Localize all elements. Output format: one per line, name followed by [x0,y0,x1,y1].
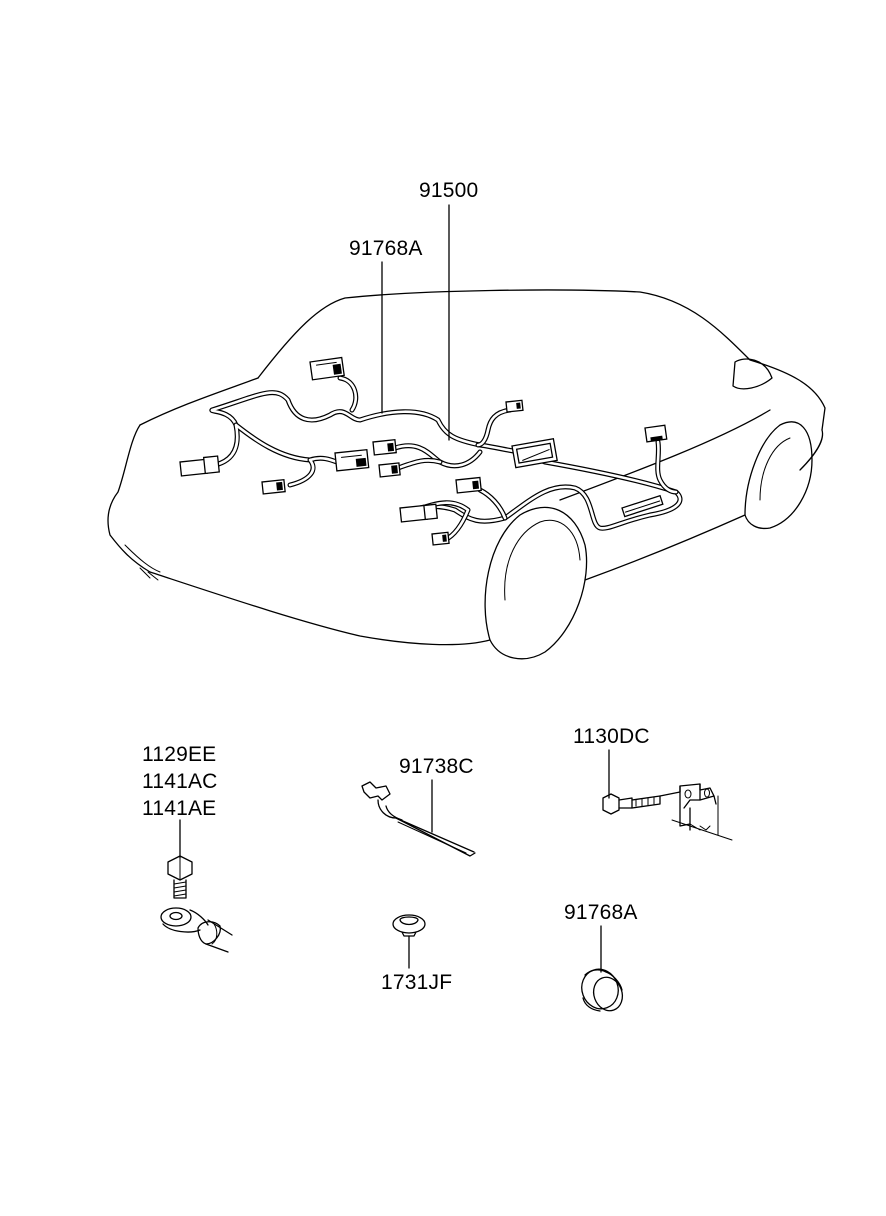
car-body-outline [107,289,826,660]
bracket-bolt-1130DC [602,749,733,841]
cable-tie-91738C [361,779,476,857]
harness-connectors [179,356,668,546]
callout-91768A-bottom: 91768A [564,901,638,924]
callout-91500: 91500 [419,179,479,202]
bolt-1129EE [167,819,193,899]
clip-1731JF [392,914,426,969]
ground-terminal [160,907,233,953]
callout-1731JF: 1731JF [381,971,453,994]
callout-1130DC: 1130DC [573,725,650,748]
callout-1141AE: 1141AE [142,797,217,820]
callout-1141AC: 1141AC [142,770,218,793]
callout-1129EE: 1129EE [142,743,217,766]
callout-91768A-top: 91768A [349,237,423,260]
grommet-91768A [581,925,624,1012]
wiring-harness-91500 [209,375,683,543]
callout-91738C: 91738C [399,755,474,778]
